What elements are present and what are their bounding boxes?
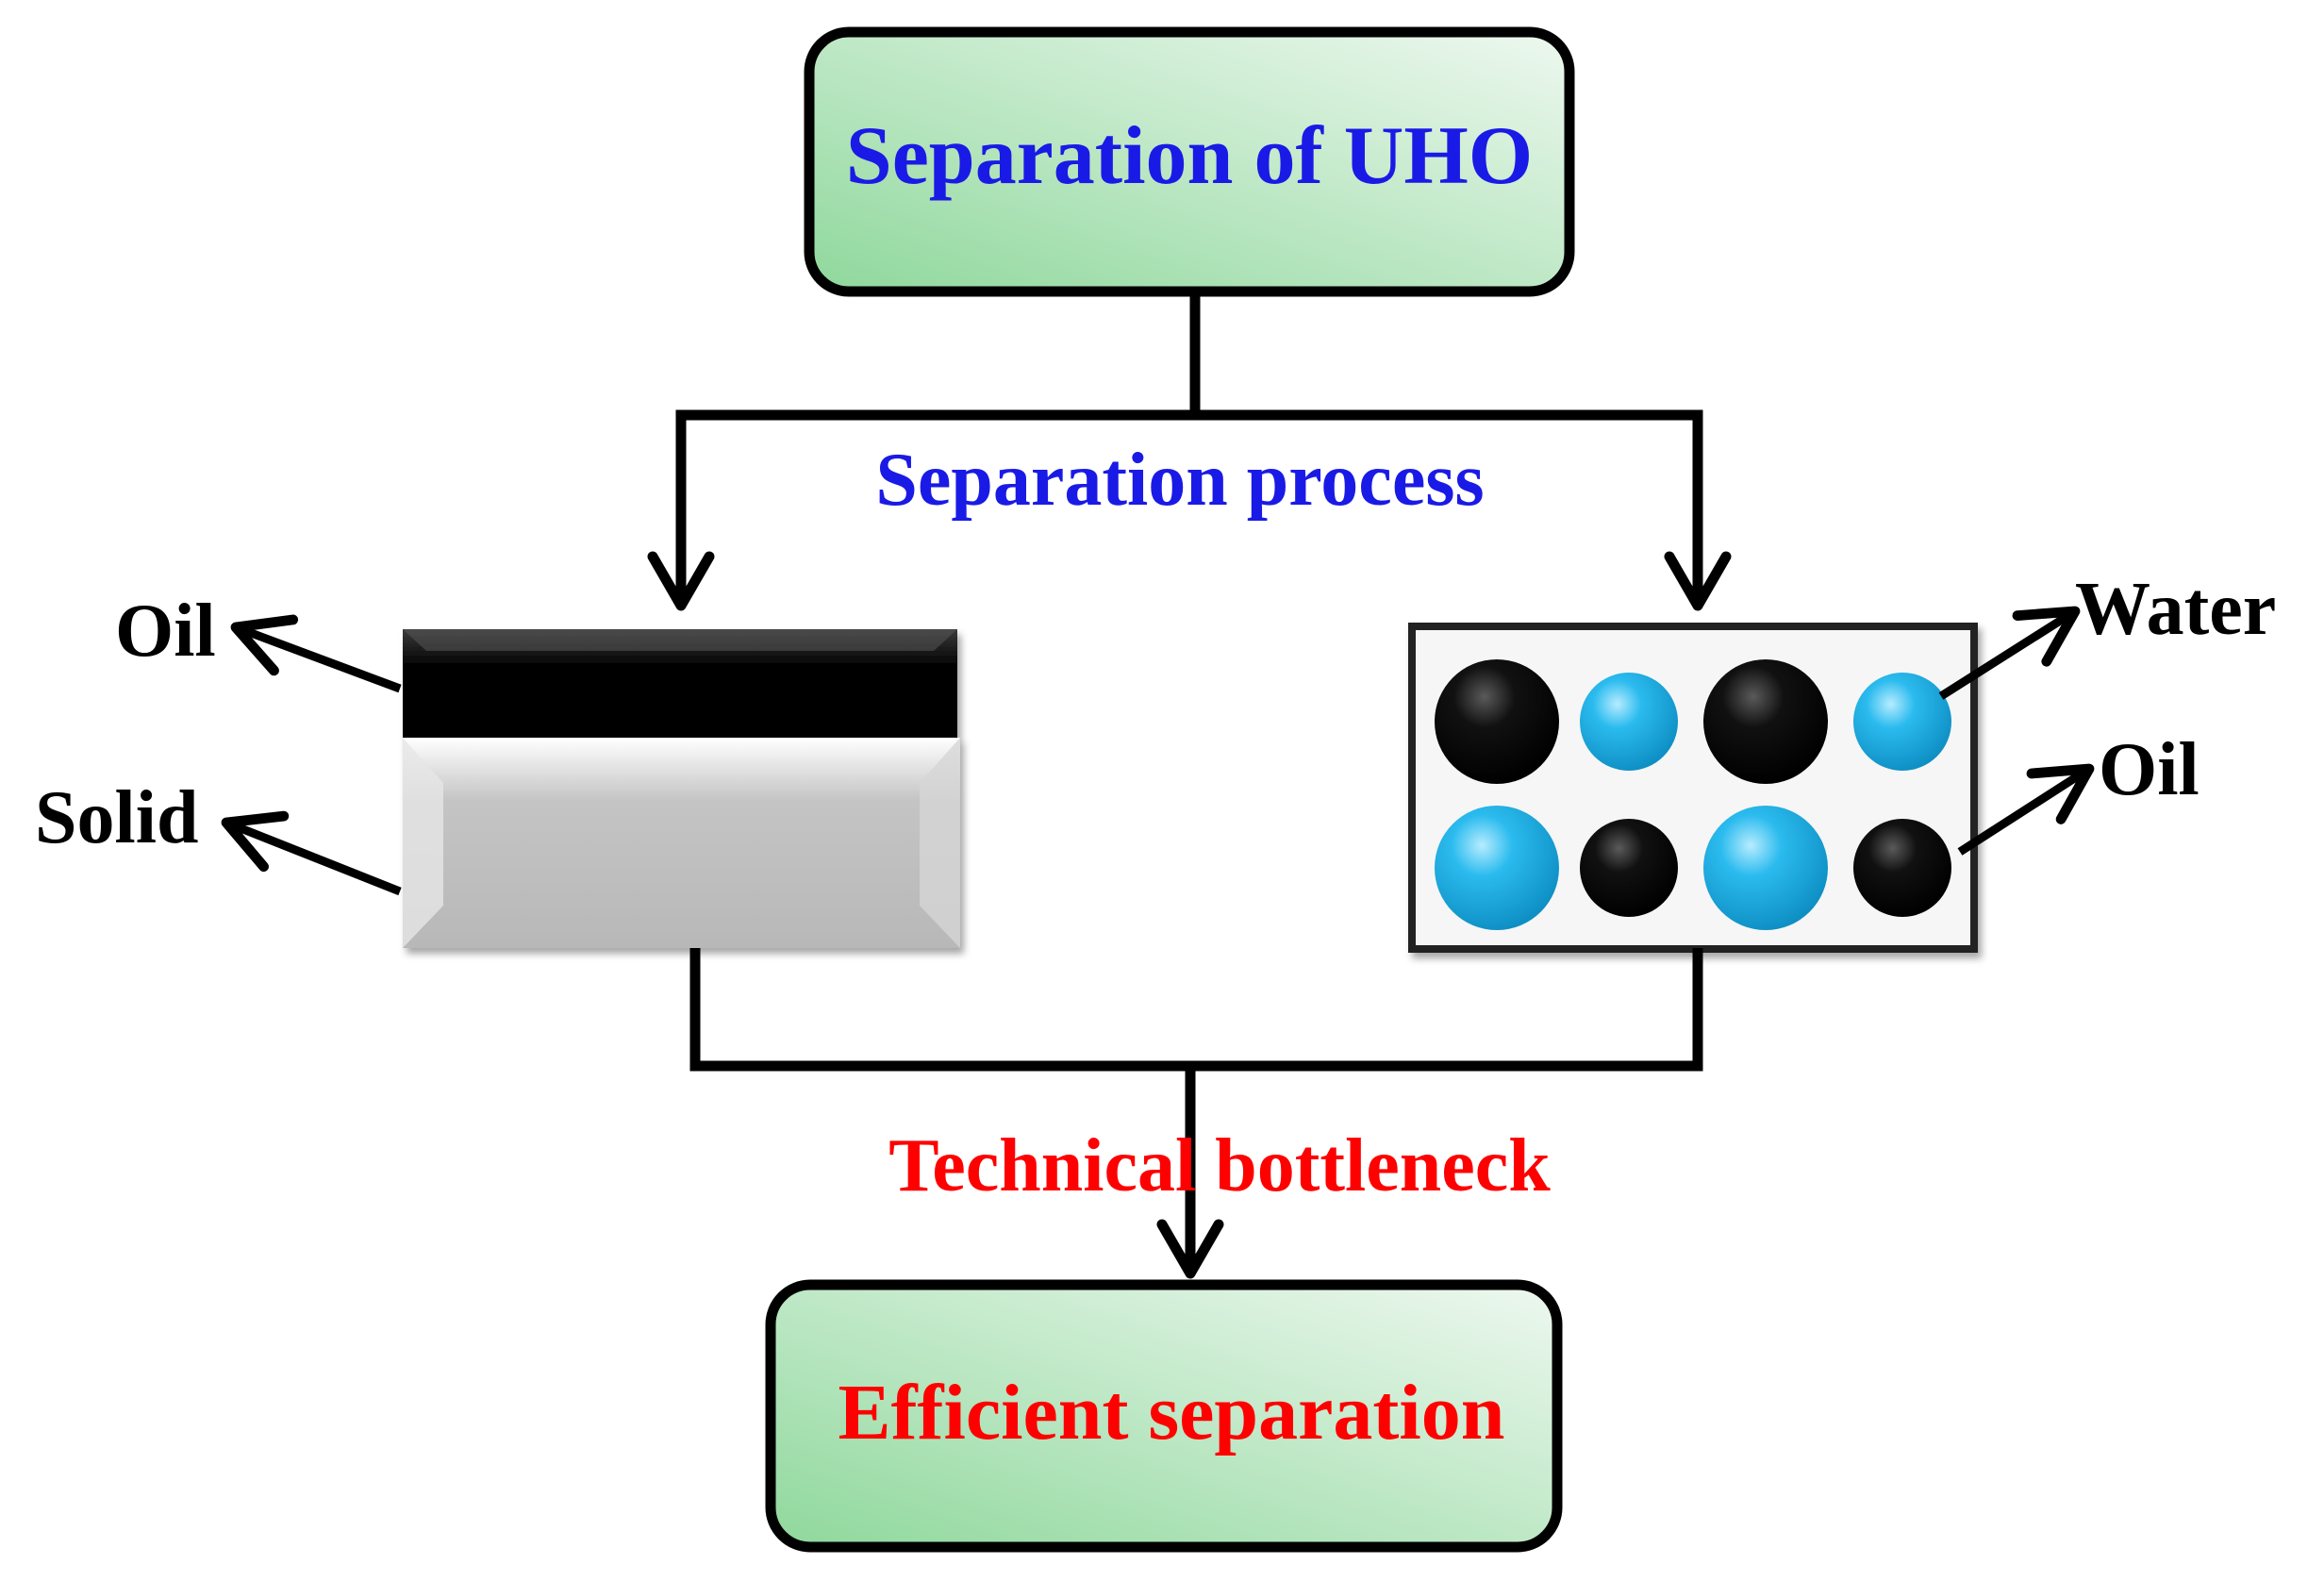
- oil-pointer-arrow: [230, 614, 402, 693]
- bottom-box: Efficient separation: [765, 1279, 1563, 1553]
- top-box-label: Separation of UHO: [846, 110, 1533, 202]
- merge-connector: [689, 948, 1703, 1279]
- water-droplet: [1435, 806, 1559, 930]
- left-sample-labels: Oil Solid: [35, 590, 402, 896]
- arrow-down-bottom: [1156, 1219, 1224, 1279]
- left-solid-label: Solid: [35, 776, 198, 859]
- right-oil-label: Oil: [2099, 728, 2200, 811]
- oil-droplet: [1703, 659, 1828, 784]
- split-bar: [675, 409, 1703, 571]
- split-label: Separation process: [875, 439, 1484, 522]
- solid-layer-bevel-right: [920, 738, 960, 948]
- water-pointer-arrow: [1938, 606, 2081, 700]
- water-droplet: [1580, 673, 1678, 771]
- right-sample-labels: Water Oil: [1938, 568, 2276, 856]
- oil-droplet-pointer-arrow: [1957, 763, 2095, 856]
- water-droplet: [1703, 806, 1828, 930]
- merge-label: Technical bottleneck: [888, 1124, 1551, 1207]
- oil-droplet: [1853, 819, 1951, 917]
- left-sample-oil-solid: [403, 629, 960, 948]
- droplets-group: [1435, 659, 1951, 930]
- solid-layer-bevel-left: [403, 738, 443, 948]
- left-oil-label: Oil: [115, 590, 216, 673]
- water-droplet: [1853, 673, 1951, 771]
- oil-droplet: [1435, 659, 1559, 784]
- right-water-label: Water: [2075, 568, 2276, 651]
- top-box: Separation of UHO: [804, 26, 1575, 297]
- oil-droplet: [1580, 819, 1678, 917]
- split-connector: [647, 291, 1732, 611]
- solid-pointer-arrow: [221, 810, 402, 896]
- merge-bar: [689, 948, 1703, 1072]
- oil-layer-bevel: [403, 629, 957, 651]
- right-sample-oil-water: [1408, 623, 1978, 953]
- solid-layer: [403, 738, 960, 948]
- bottom-box-label: Efficient separation: [838, 1369, 1505, 1456]
